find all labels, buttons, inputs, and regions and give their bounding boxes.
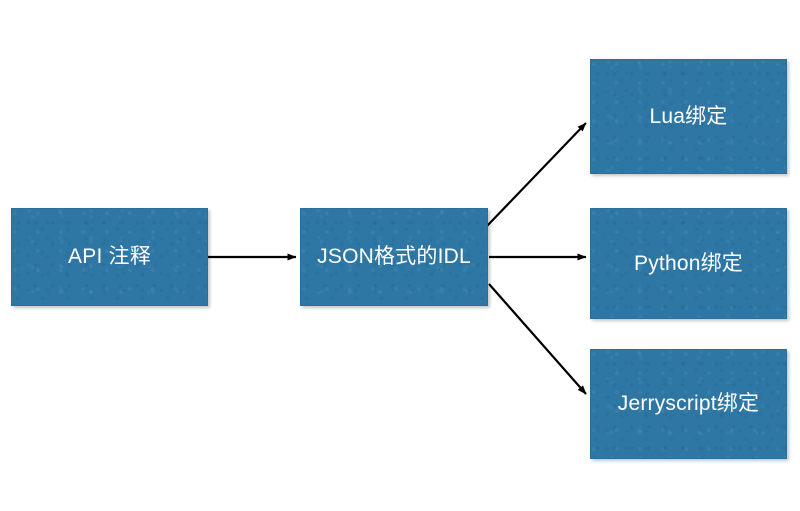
- node-lua-binding[interactable]: Lua绑定: [590, 59, 787, 174]
- node-api-annotation[interactable]: API 注释: [11, 208, 208, 306]
- edge-json-to-jerryscript: [488, 283, 587, 395]
- node-label: Jerryscript绑定: [617, 392, 760, 416]
- edge-json-to-lua: [486, 122, 587, 227]
- node-python-binding[interactable]: Python绑定: [590, 208, 787, 319]
- node-jerryscript-binding[interactable]: Jerryscript绑定: [590, 349, 787, 459]
- node-label: JSON格式的IDL: [317, 245, 471, 269]
- node-label: Lua绑定: [649, 104, 728, 128]
- node-label: Python绑定: [634, 251, 743, 275]
- node-json-idl[interactable]: JSON格式的IDL: [300, 208, 488, 306]
- node-label: API 注释: [68, 245, 151, 269]
